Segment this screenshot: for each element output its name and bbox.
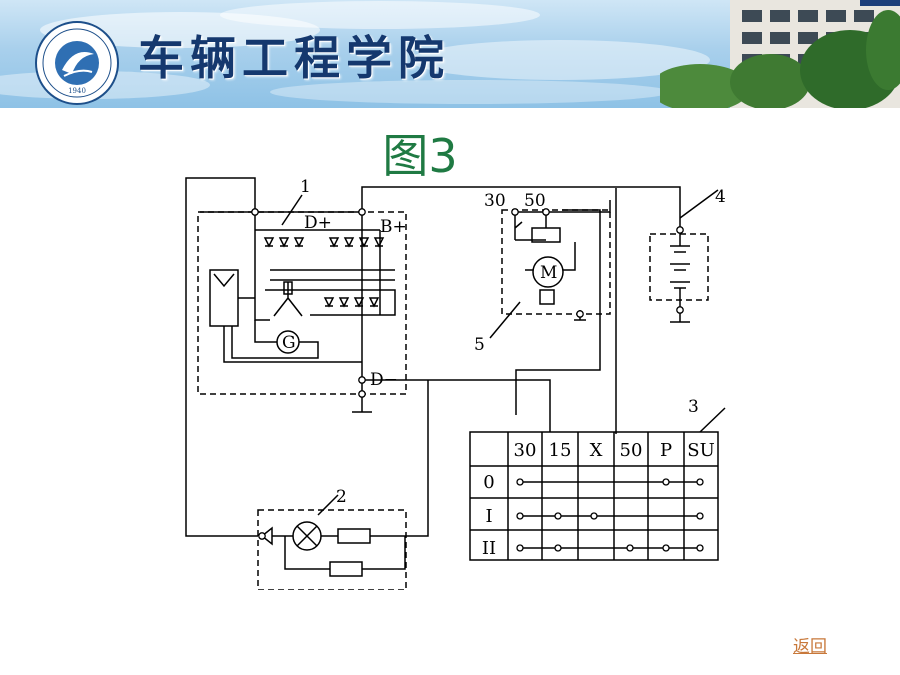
switch-column-header: 50 [620, 440, 643, 461]
wire-regulator-ground [223, 326, 362, 363]
callout-leader-5 [489, 301, 521, 339]
banner-title: 车辆工程学院 [138, 31, 450, 85]
logo-year: 1940 [68, 87, 86, 95]
callout-leader-3 [699, 407, 726, 433]
wire-d-plus-down [254, 212, 270, 321]
starter-pinion [539, 289, 555, 305]
switch-column-header: SU [687, 440, 715, 461]
label-motor: M [540, 263, 557, 283]
wire-solenoid [515, 212, 547, 241]
starter-switch [514, 212, 523, 240]
battery-housing [649, 233, 709, 301]
stator-winding [273, 281, 303, 317]
header-banner: 1940 车辆工程学院 [0, 0, 900, 108]
lamp-housing [257, 509, 407, 590]
callout-1: 1 [300, 177, 311, 197]
battery-cells [670, 245, 690, 289]
switch-row-label: I [485, 506, 492, 527]
regulator-symbol [213, 273, 235, 288]
wire-50 [515, 209, 601, 415]
diode-row-upper [263, 237, 385, 248]
label-b-plus: B+ [380, 217, 407, 237]
label-terminal-30: 30 [484, 191, 506, 211]
callout-leader-4 [679, 189, 719, 219]
lamp-wiring [272, 535, 406, 570]
callout-3: 3 [688, 397, 699, 417]
wire-motor [525, 242, 586, 321]
wire-b-plus-top [361, 186, 681, 218]
switch-column-header: X [590, 440, 603, 461]
resistor-2 [329, 561, 363, 577]
switch-column-header: 15 [549, 440, 572, 461]
back-link[interactable]: 返回 [793, 637, 827, 657]
wire-lamp-return [405, 380, 429, 537]
switch-contacts [520, 481, 700, 549]
diode-row-lower [323, 297, 380, 308]
campus-building-photo [660, 0, 900, 108]
resistor-1 [337, 528, 371, 544]
slide-title: 图3 [382, 129, 458, 183]
wire-15 [428, 379, 551, 432]
callout-2: 2 [336, 487, 347, 507]
wire-field [231, 326, 319, 359]
university-logo: 1940 [35, 21, 119, 105]
callout-5: 5 [474, 335, 485, 355]
starter-motor [532, 256, 564, 288]
callout-4: 4 [715, 187, 726, 207]
voltage-regulator [209, 269, 239, 327]
wire-outer-left [185, 177, 258, 537]
lamp-cross [296, 525, 318, 547]
circuit-diagram: 1 2 3 4 5 D+ B+ D− 30 50 G M 3015X50PSU … [185, 177, 726, 590]
wire-phase-1 [265, 289, 396, 316]
label-d-minus: D− [370, 370, 398, 390]
label-d-plus: D+ [304, 213, 332, 233]
callout-leader-1 [281, 194, 303, 226]
starter-housing [501, 209, 611, 315]
switch-column-header: 30 [514, 440, 537, 461]
label-generator: G [282, 333, 296, 353]
switch-row-label: II [482, 538, 496, 559]
label-terminal-50: 50 [524, 191, 546, 211]
wire-field-2 [254, 320, 277, 343]
switch-column-header: P [660, 440, 672, 461]
ignition-switch-table [469, 431, 719, 561]
switch-row-label: 0 [483, 472, 494, 493]
callout-leader-2 [317, 494, 339, 516]
